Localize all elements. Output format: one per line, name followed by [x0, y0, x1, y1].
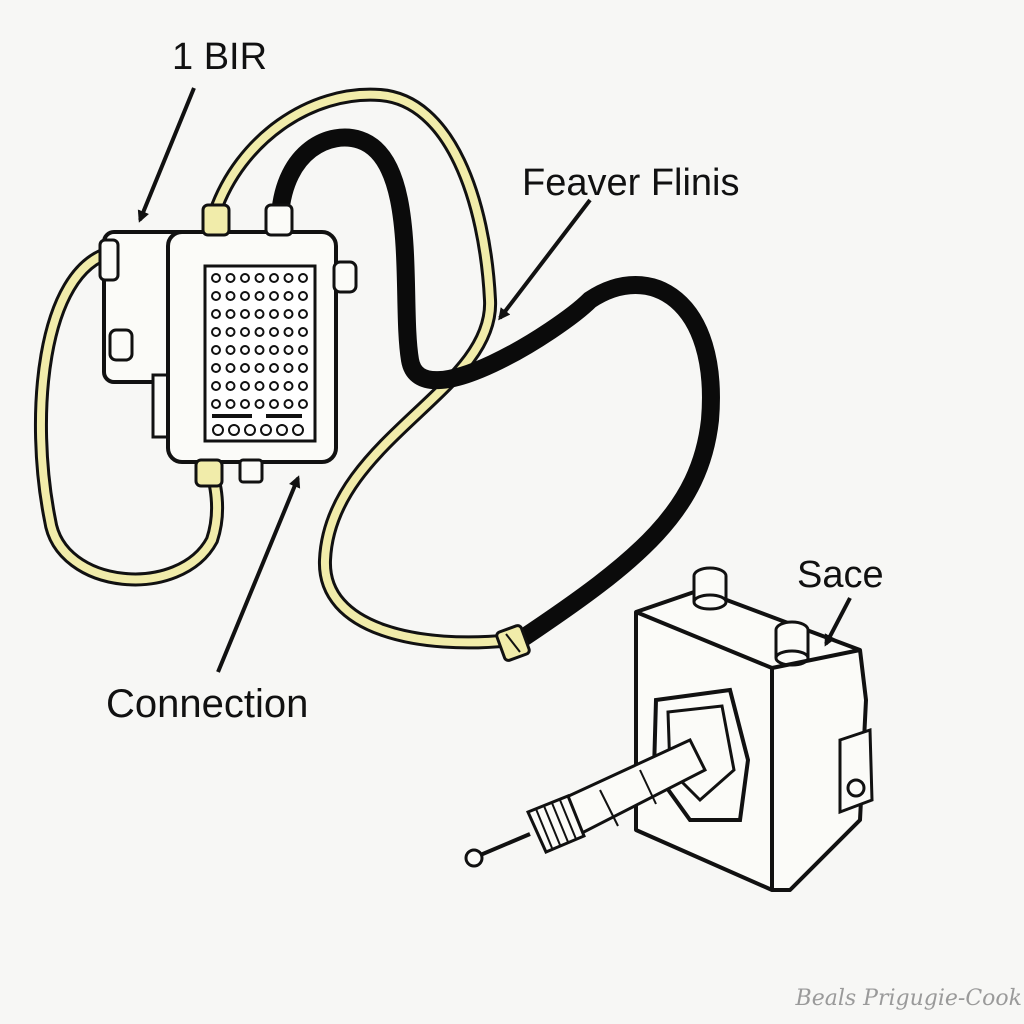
watermark-text: Beals Prigugie-Cook	[795, 986, 1022, 1011]
black-cable	[271, 128, 720, 649]
left-yellow-wire-loop	[34, 245, 225, 587]
grid-dot	[225, 399, 236, 409]
grid-dot	[254, 381, 265, 391]
label-connection: Connection	[106, 682, 309, 726]
grid-dot	[269, 381, 279, 391]
grid-dot	[225, 327, 236, 337]
grid-dot	[254, 327, 265, 337]
display-button	[276, 424, 288, 436]
grid-dot	[283, 381, 294, 391]
arrow-connection	[216, 475, 301, 673]
grid-dot	[298, 345, 308, 355]
label-1bir: 1 BIR	[172, 36, 268, 78]
grid-dot	[225, 381, 236, 391]
grid-dot	[298, 291, 308, 301]
grid-dot	[225, 345, 236, 355]
grid-dot	[298, 363, 308, 373]
grid-dot	[283, 291, 294, 301]
grid-dot	[225, 363, 236, 373]
long-yellow-wire	[208, 87, 519, 650]
arrow-1bir	[137, 87, 196, 223]
grid-dot	[240, 363, 250, 373]
display-button	[260, 424, 272, 436]
grid-dot	[211, 399, 221, 409]
label-sace: Sace	[797, 554, 884, 596]
grid-dot	[298, 327, 308, 337]
grid-dot	[298, 273, 308, 283]
arrow-sace	[824, 597, 852, 647]
grid-dot	[283, 345, 294, 355]
grid-dot	[283, 273, 294, 283]
display-bar	[266, 414, 302, 418]
grid-dot	[240, 309, 250, 319]
grid-dot	[211, 381, 221, 391]
grid-dot	[211, 309, 221, 319]
grid-dot	[298, 399, 308, 409]
grid-dot	[283, 363, 294, 373]
grid-dot	[240, 345, 250, 355]
grid-dot	[211, 363, 221, 373]
display-button	[292, 424, 304, 436]
display-bar	[212, 414, 252, 418]
grid-dot	[254, 345, 265, 355]
grid-dot	[240, 273, 250, 283]
sensor-unit	[464, 566, 874, 892]
grid-dot	[269, 273, 279, 283]
grid-dot	[225, 309, 236, 319]
grid-dot	[298, 381, 308, 391]
display-button	[212, 424, 224, 436]
grid-dot	[254, 273, 265, 283]
grid-dot	[225, 291, 236, 301]
grid-dot	[211, 291, 221, 301]
grid-dot	[298, 309, 308, 319]
grid-dot	[254, 399, 265, 409]
grid-dot	[225, 273, 236, 283]
grid-dot	[269, 363, 279, 373]
grid-dot	[269, 327, 279, 337]
grid-dot	[211, 273, 221, 283]
grid-dot	[254, 291, 265, 301]
grid-dot	[240, 381, 250, 391]
arrow-feaver-flinis	[498, 198, 592, 321]
control-module	[98, 203, 358, 488]
grid-dot	[269, 345, 279, 355]
grid-dot	[211, 345, 221, 355]
grid-dot	[283, 327, 294, 337]
grid-dot	[240, 327, 250, 337]
grid-dot	[283, 309, 294, 319]
grid-dot	[269, 309, 279, 319]
grid-dot	[254, 363, 265, 373]
grid-dot	[211, 327, 221, 337]
label-feaver-flinis: Feaver Flinis	[522, 162, 740, 204]
cable-ferrule	[495, 624, 531, 662]
grid-dot	[240, 291, 250, 301]
grid-dot	[269, 399, 279, 409]
grid-dot	[269, 291, 279, 301]
grid-dot	[254, 309, 265, 319]
grid-dot	[240, 399, 250, 409]
display-button	[228, 424, 240, 436]
display-button	[244, 424, 256, 436]
grid-dot	[283, 399, 294, 409]
